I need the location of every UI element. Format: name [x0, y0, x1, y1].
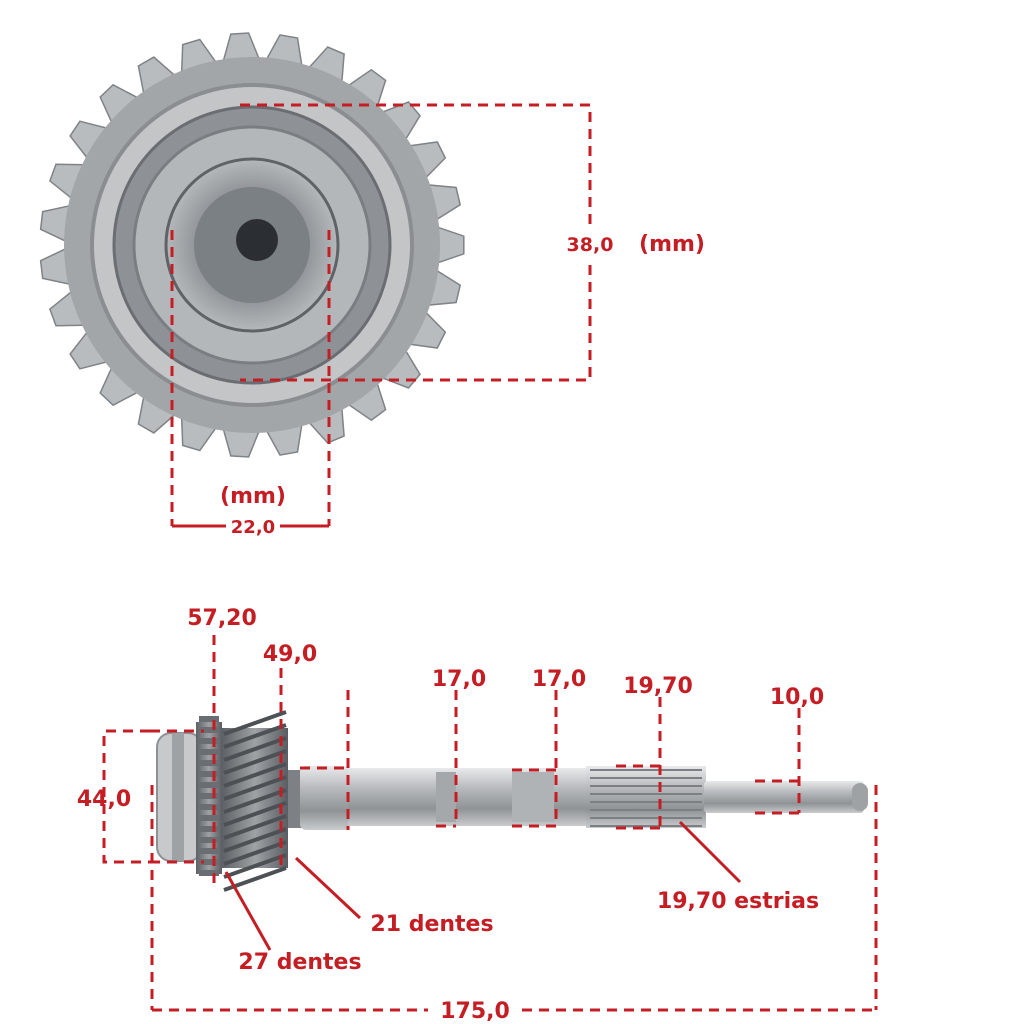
large-gear-tooth	[199, 837, 219, 843]
label-shaft-section-1: 17,0	[432, 667, 486, 692]
helical-tooth	[223, 710, 287, 736]
shaft-tip-end	[852, 783, 868, 811]
shaft-section-1	[300, 766, 350, 830]
length-extension-lines	[150, 785, 878, 1010]
center-hole	[236, 219, 278, 261]
outer-diameter-value: 38,0	[567, 234, 614, 256]
dim-line-17-0-a	[436, 690, 458, 828]
label-27-dentes: 27 dentes	[238, 950, 361, 975]
label-tip-diameter: 10,0	[770, 685, 824, 710]
label-gear-small-diameter: 49,0	[263, 642, 317, 667]
large-gear-tooth	[199, 738, 219, 744]
side-dimension-lines	[102, 635, 878, 1012]
large-gear-tooth	[199, 859, 219, 865]
large-gear-tooth	[199, 793, 219, 799]
large-gear-tooth	[199, 870, 219, 876]
helical-tooth	[223, 801, 287, 827]
large-gear-tooth	[199, 749, 219, 755]
bearing-race	[172, 733, 184, 861]
large-gear-teeth	[199, 716, 219, 876]
label-19-70-estrias: 19,70 estrias	[657, 889, 819, 914]
helical-tooth	[223, 827, 287, 853]
large-gear-tooth	[199, 815, 219, 821]
helical-tooth	[223, 775, 287, 801]
large-gear-tooth	[199, 716, 219, 722]
helical-tooth	[223, 736, 287, 762]
label-bearing-diameter: 44,0	[77, 787, 131, 812]
label-total-length: 175,0	[440, 999, 510, 1024]
label-21-dentes: 21 dentes	[370, 912, 493, 937]
large-gear-tooth	[199, 771, 219, 777]
leader-21-dentes	[294, 856, 362, 920]
leader-estrias	[678, 820, 742, 884]
inner-diameter-extension	[170, 230, 331, 526]
dim-line-collar	[300, 690, 350, 830]
gear-face-view	[39, 32, 465, 458]
label-shaft-section-2: 17,0	[532, 667, 586, 692]
large-gear-tooth	[199, 782, 219, 788]
large-gear-tooth	[199, 826, 219, 832]
dim-line-10-0	[755, 708, 801, 815]
helical-tooth	[223, 723, 287, 749]
helical-tooth	[223, 762, 287, 788]
helical-tooth	[223, 749, 287, 775]
shaft-tip	[704, 781, 864, 813]
dim-line-17-0-b	[512, 690, 558, 828]
label-gear-large-diameter: 57,20	[187, 606, 257, 631]
helical-tooth	[223, 840, 287, 866]
leader-27-dentes	[224, 871, 272, 951]
top-dimension-lines	[170, 103, 592, 528]
label-spline-diameter: 19,70	[623, 674, 693, 699]
large-gear-tooth	[199, 848, 219, 854]
dim-line-19-70	[616, 697, 662, 830]
label-mask	[560, 226, 620, 262]
helical-tooth	[223, 853, 287, 879]
helical-tooth	[223, 788, 287, 814]
dim-line-44-0	[102, 729, 204, 864]
shaft-groove-2	[512, 772, 554, 822]
shaft-groove-1	[436, 772, 456, 822]
inner-diameter-value: 22,0	[231, 517, 275, 538]
shaft-side-view	[156, 710, 868, 892]
helical-tooth	[223, 814, 287, 840]
large-gear-tooth	[199, 727, 219, 733]
large-gear-tooth	[199, 760, 219, 766]
outer-diameter-dimension	[240, 103, 592, 382]
outer-diameter-unit: (mm)	[639, 232, 705, 257]
inner-diameter-unit: (mm)	[220, 484, 286, 509]
large-gear-tooth	[199, 804, 219, 810]
